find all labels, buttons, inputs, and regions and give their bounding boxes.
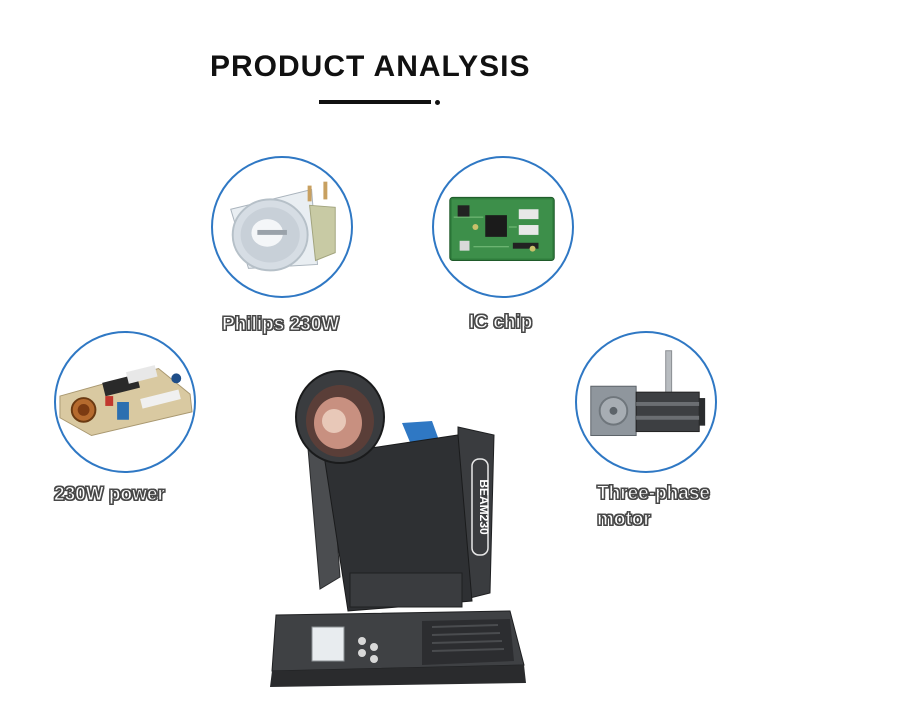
title-underline — [319, 100, 431, 104]
circuit-board-icon — [449, 196, 555, 262]
lamp-bulb-icon — [230, 181, 336, 272]
moving-head-light-icon: BEAM230 — [270, 370, 526, 687]
motor-circle — [575, 331, 717, 473]
moving-head-product: BEAM230 — [262, 365, 532, 690]
motor-caption-line1: Three-phase — [597, 483, 711, 505]
power-circle — [54, 331, 196, 473]
stepper-motor-icon — [590, 350, 706, 437]
power-board-icon — [59, 365, 193, 437]
ic-chip-circle — [432, 156, 574, 298]
lamp-circle — [211, 156, 353, 298]
beam-label: BEAM230 — [477, 479, 491, 535]
power-caption: 230W power — [54, 484, 166, 506]
motor-caption-line2: motor — [597, 509, 652, 531]
ic-chip-caption: IC chip — [468, 312, 533, 334]
page-title: PRODUCT ANALYSIS — [210, 50, 531, 83]
lamp-caption: Philips 230W — [221, 314, 340, 336]
title-underline-dot — [435, 100, 440, 105]
